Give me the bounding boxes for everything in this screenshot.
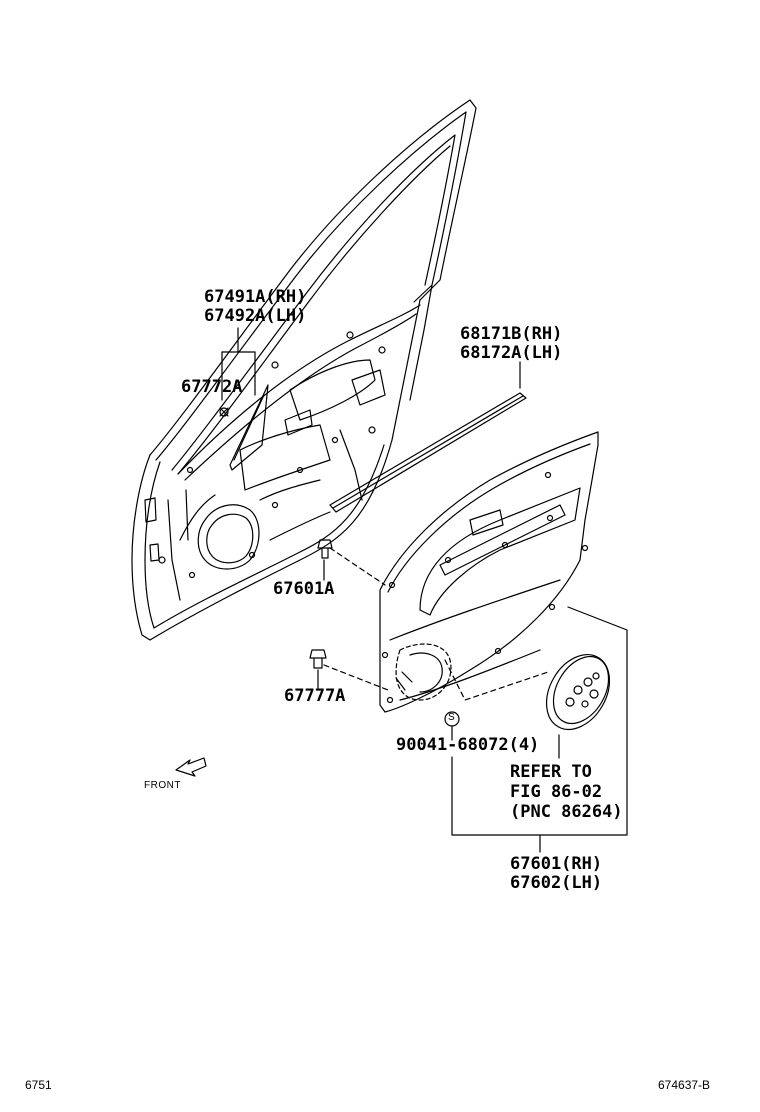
door-body-outline xyxy=(131,439,393,641)
label-68171b: 68171B(RH) xyxy=(460,324,563,344)
belt-line xyxy=(177,304,421,475)
weatherstrip-part xyxy=(329,392,527,513)
label-67601a: 67601A xyxy=(273,579,335,599)
label-67772a: 67772A xyxy=(181,377,243,397)
footer-left-code: 6751 xyxy=(25,1078,52,1092)
label-screw: 90041-68072(4) xyxy=(396,735,540,755)
screw-symbol-label: S xyxy=(448,712,455,723)
label-67777a: 67777A xyxy=(284,686,346,706)
label-refer-2: FIG 86-02 xyxy=(510,782,603,802)
door-pillar-2 xyxy=(409,284,433,401)
door-trim-board xyxy=(379,431,599,713)
clip-67777a xyxy=(309,649,327,669)
window-frame-inner-2 xyxy=(177,145,451,475)
front-arrow-icon xyxy=(175,757,207,777)
label-68172a: 68172A(LH) xyxy=(460,343,563,363)
door-cutout-handle xyxy=(284,409,313,436)
front-label: FRONT xyxy=(144,780,181,791)
grommet-part xyxy=(219,407,229,417)
screw-symbol-circle xyxy=(444,711,460,727)
leader-lines xyxy=(221,327,628,853)
label-refer-1: REFER TO xyxy=(510,762,592,782)
window-frame-outer xyxy=(149,99,477,456)
speaker-grille-part xyxy=(545,654,611,730)
door-pillar xyxy=(391,299,421,441)
label-67492a: 67492A(LH) xyxy=(204,306,307,326)
footer-right-code: 674637-B xyxy=(658,1078,711,1092)
window-frame-outer-2 xyxy=(155,111,467,461)
clip-67601a xyxy=(317,539,333,559)
label-67491a: 67491A(RH) xyxy=(204,287,307,307)
label-refer-3: (PNC 86264) xyxy=(510,802,623,822)
label-67601: 67601(RH) xyxy=(510,854,603,874)
window-glass-part xyxy=(229,384,269,471)
window-frame-inner xyxy=(171,134,456,471)
door-cutout-upper xyxy=(289,359,376,421)
speaker-opening xyxy=(197,504,260,570)
door-panel xyxy=(131,99,477,641)
label-67602: 67602(LH) xyxy=(510,873,603,893)
assembly-lines xyxy=(323,547,549,701)
door-cutout-mid xyxy=(239,424,331,491)
